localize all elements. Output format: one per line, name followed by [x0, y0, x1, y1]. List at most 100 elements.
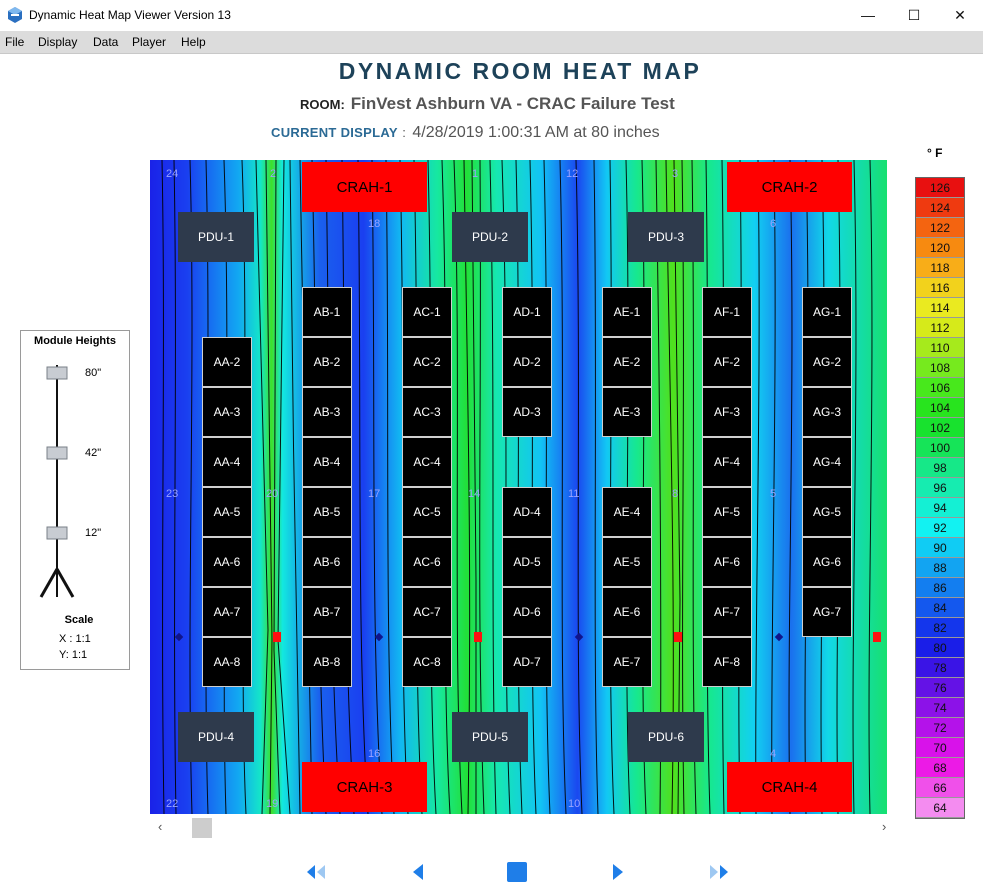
legend-cell: 122 — [916, 218, 964, 238]
rack-ab-3[interactable]: AB-3 — [302, 387, 352, 437]
rack-ad-7[interactable]: AD-7 — [502, 637, 552, 687]
legend-cell: 86 — [916, 578, 964, 598]
rack-af-8[interactable]: AF-8 — [702, 637, 752, 687]
rack-ae-5[interactable]: AE-5 — [602, 537, 652, 587]
rack-ac-7[interactable]: AC-7 — [402, 587, 452, 637]
rack-ae-2[interactable]: AE-2 — [602, 337, 652, 387]
current-display-line: CURRENT DISPLAY : 4/28/2019 1:00:31 AM a… — [271, 124, 660, 142]
scale-y: Y: 1:1 — [59, 649, 88, 661]
rack-ac-8[interactable]: AC-8 — [402, 637, 452, 687]
current-display-separator: : — [402, 125, 406, 140]
rack-ae-3[interactable]: AE-3 — [602, 387, 652, 437]
pdu-4[interactable]: PDU-4 — [178, 712, 254, 762]
rack-ac-1[interactable]: AC-1 — [402, 287, 452, 337]
legend-cell: 102 — [916, 418, 964, 438]
rack-ad-2[interactable]: AD-2 — [502, 337, 552, 387]
rack-ac-3[interactable]: AC-3 — [402, 387, 452, 437]
rack-ab-6[interactable]: AB-6 — [302, 537, 352, 587]
rack-ag-1[interactable]: AG-1 — [802, 287, 852, 337]
rack-ac-2[interactable]: AC-2 — [402, 337, 452, 387]
scroll-left-icon[interactable]: ‹ — [158, 819, 163, 834]
rack-ag-2[interactable]: AG-2 — [802, 337, 852, 387]
rack-aa-4[interactable]: AA-4 — [202, 437, 252, 487]
pdu-2[interactable]: PDU-2 — [452, 212, 528, 262]
heat-map[interactable]: 24 2 1 12 3 18 6 23 20 17 14 11 8 5 16 4… — [150, 160, 887, 814]
grid-number: 19 — [266, 798, 279, 810]
rack-ab-7[interactable]: AB-7 — [302, 587, 352, 637]
maximize-button[interactable]: ☐ — [907, 6, 921, 23]
rack-af-1[interactable]: AF-1 — [702, 287, 752, 337]
rack-ac-5[interactable]: AC-5 — [402, 487, 452, 537]
menu-file[interactable]: File — [5, 35, 25, 49]
height-label-80: 80" — [85, 367, 102, 379]
rack-ac-4[interactable]: AC-4 — [402, 437, 452, 487]
rack-af-5[interactable]: AF-5 — [702, 487, 752, 537]
rack-ab-8[interactable]: AB-8 — [302, 637, 352, 687]
rack-af-7[interactable]: AF-7 — [702, 587, 752, 637]
minimize-button[interactable]: — — [861, 7, 875, 23]
menu-display[interactable]: Display — [38, 35, 78, 49]
rack-ab-4[interactable]: AB-4 — [302, 437, 352, 487]
temperature-sensor[interactable] — [273, 632, 281, 642]
rack-af-3[interactable]: AF-3 — [702, 387, 752, 437]
legend-cell: 90 — [916, 538, 964, 558]
rack-aa-7[interactable]: AA-7 — [202, 587, 252, 637]
title-bar: Dynamic Heat Map Viewer Version 13 — ☐ ✕ — [0, 0, 983, 30]
scroll-right-icon[interactable]: › — [882, 819, 887, 834]
temperature-sensor[interactable] — [873, 632, 881, 642]
pdu-3[interactable]: PDU-3 — [628, 212, 704, 262]
rack-ae-4[interactable]: AE-4 — [602, 487, 652, 537]
rack-aa-5[interactable]: AA-5 — [202, 487, 252, 537]
rack-aa-3[interactable]: AA-3 — [202, 387, 252, 437]
stop-button[interactable] — [505, 858, 529, 886]
legend-cell: 68 — [916, 758, 964, 778]
rack-ae-7[interactable]: AE-7 — [602, 637, 652, 687]
step-forward-button[interactable] — [606, 858, 630, 886]
skip-to-start-button[interactable] — [304, 858, 328, 886]
rack-ad-3[interactable]: AD-3 — [502, 387, 552, 437]
temperature-sensor[interactable] — [674, 632, 682, 642]
rack-ad-5[interactable]: AD-5 — [502, 537, 552, 587]
menu-player[interactable]: Player — [132, 35, 167, 49]
pdu-5[interactable]: PDU-5 — [452, 712, 528, 762]
pdu-1[interactable]: PDU-1 — [178, 212, 254, 262]
rack-ad-1[interactable]: AD-1 — [502, 287, 552, 337]
rack-ae-1[interactable]: AE-1 — [602, 287, 652, 337]
rack-ag-4[interactable]: AG-4 — [802, 437, 852, 487]
rack-aa-2[interactable]: AA-2 — [202, 337, 252, 387]
crah-4[interactable]: CRAH-4 — [727, 762, 852, 812]
rack-af-4[interactable]: AF-4 — [702, 437, 752, 487]
rack-ag-3[interactable]: AG-3 — [802, 387, 852, 437]
rack-ad-4[interactable]: AD-4 — [502, 487, 552, 537]
skip-to-end-button[interactable] — [706, 858, 732, 886]
rack-af-6[interactable]: AF-6 — [702, 537, 752, 587]
rack-ab-2[interactable]: AB-2 — [302, 337, 352, 387]
crah-1[interactable]: CRAH-1 — [302, 162, 427, 212]
rack-aa-6[interactable]: AA-6 — [202, 537, 252, 587]
scroll-thumb[interactable] — [192, 818, 212, 838]
height-label-42: 42" — [85, 447, 102, 459]
temperature-sensor[interactable] — [474, 632, 482, 642]
legend-cell: 80 — [916, 638, 964, 658]
pdu-6[interactable]: PDU-6 — [628, 712, 704, 762]
crah-2[interactable]: CRAH-2 — [727, 162, 852, 212]
close-button[interactable]: ✕ — [954, 6, 966, 23]
rack-af-2[interactable]: AF-2 — [702, 337, 752, 387]
step-back-button[interactable] — [406, 858, 430, 886]
horizontal-scrollbar[interactable]: ‹ › — [150, 816, 895, 838]
rack-ac-6[interactable]: AC-6 — [402, 537, 452, 587]
rack-aa-8[interactable]: AA-8 — [202, 637, 252, 687]
grid-number: 14 — [468, 488, 481, 500]
legend-cell: 72 — [916, 718, 964, 738]
rack-ab-1[interactable]: AB-1 — [302, 287, 352, 337]
legend-cell: 88 — [916, 558, 964, 578]
rack-ag-6[interactable]: AG-6 — [802, 537, 852, 587]
menu-help[interactable]: Help — [181, 35, 206, 49]
crah-3[interactable]: CRAH-3 — [302, 762, 427, 812]
rack-ad-6[interactable]: AD-6 — [502, 587, 552, 637]
rack-ag-7[interactable]: AG-7 — [802, 587, 852, 637]
rack-ab-5[interactable]: AB-5 — [302, 487, 352, 537]
menu-data[interactable]: Data — [93, 35, 119, 49]
rack-ae-6[interactable]: AE-6 — [602, 587, 652, 637]
rack-ag-5[interactable]: AG-5 — [802, 487, 852, 537]
